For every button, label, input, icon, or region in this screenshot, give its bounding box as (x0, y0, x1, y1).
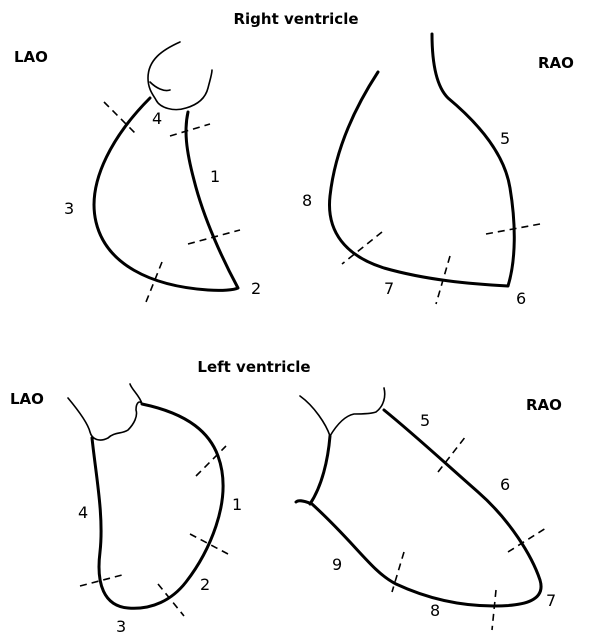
rv-lao-segment-2: 2 (251, 279, 261, 298)
rv-rao-label: RAO (538, 54, 574, 72)
lv-lao-segment-1: 1 (232, 495, 242, 514)
lv-lao-segment-4: 4 (78, 503, 88, 522)
rv-lao-segment-4: 4 (152, 109, 162, 128)
rv-lao-ventricle-outline (94, 98, 238, 290)
lv-lao-boundary-3-4 (80, 574, 126, 586)
lv-rao-boundary-7-8 (492, 590, 496, 630)
lv-rao-segment-9: 9 (332, 555, 342, 574)
lv-rao-ventricle-outline (296, 410, 541, 606)
lv-rao-segment-7: 7 (546, 591, 556, 610)
rv-lao-view: LAO 4 1 3 2 (14, 42, 261, 302)
rv-rao-segment-7: 7 (384, 279, 394, 298)
rv-lao-segment-1: 1 (210, 167, 220, 186)
rv-lao-segment-3: 3 (64, 199, 74, 218)
lv-rao-view: RAO 5 6 9 8 7 (296, 388, 562, 630)
lv-rao-segment-5: 5 (420, 411, 430, 430)
lv-lao-segment-2: 2 (200, 575, 210, 594)
rv-rao-segment-6: 6 (516, 289, 526, 308)
lv-rao-boundary-5-6 (438, 436, 466, 472)
rv-lao-boundary-4-1 (170, 124, 210, 136)
left-ventricle-title: Left ventricle (197, 358, 310, 376)
rv-lao-valve-outline (148, 42, 212, 110)
lv-lao-view: LAO 4 1 2 3 (10, 384, 242, 635)
lv-lao-segment-3: 3 (116, 617, 126, 635)
left-ventricle-section: Left ventricle LAO 4 1 2 3 RAO (10, 358, 562, 635)
lv-rao-label: RAO (526, 396, 562, 414)
rv-rao-segment-8: 8 (302, 191, 312, 210)
lv-lao-valve-cusps (68, 384, 142, 440)
lv-lao-label: LAO (10, 390, 44, 408)
rv-rao-ventricle-outline (329, 34, 514, 286)
lv-rao-segment-8: 8 (430, 601, 440, 620)
lv-rao-segment-6: 6 (500, 475, 510, 494)
rv-rao-view: RAO 5 8 7 6 (302, 34, 574, 308)
right-ventricle-title: Right ventricle (233, 10, 358, 28)
rv-rao-segment-5: 5 (500, 129, 510, 148)
right-ventricle-section: Right ventricle LAO 4 1 3 2 RAO (14, 10, 574, 308)
rv-lao-label: LAO (14, 48, 48, 66)
rv-lao-valve-cusp (150, 82, 170, 91)
lv-rao-valve-cusps (300, 388, 385, 436)
lv-rao-aortic-root (310, 436, 330, 504)
